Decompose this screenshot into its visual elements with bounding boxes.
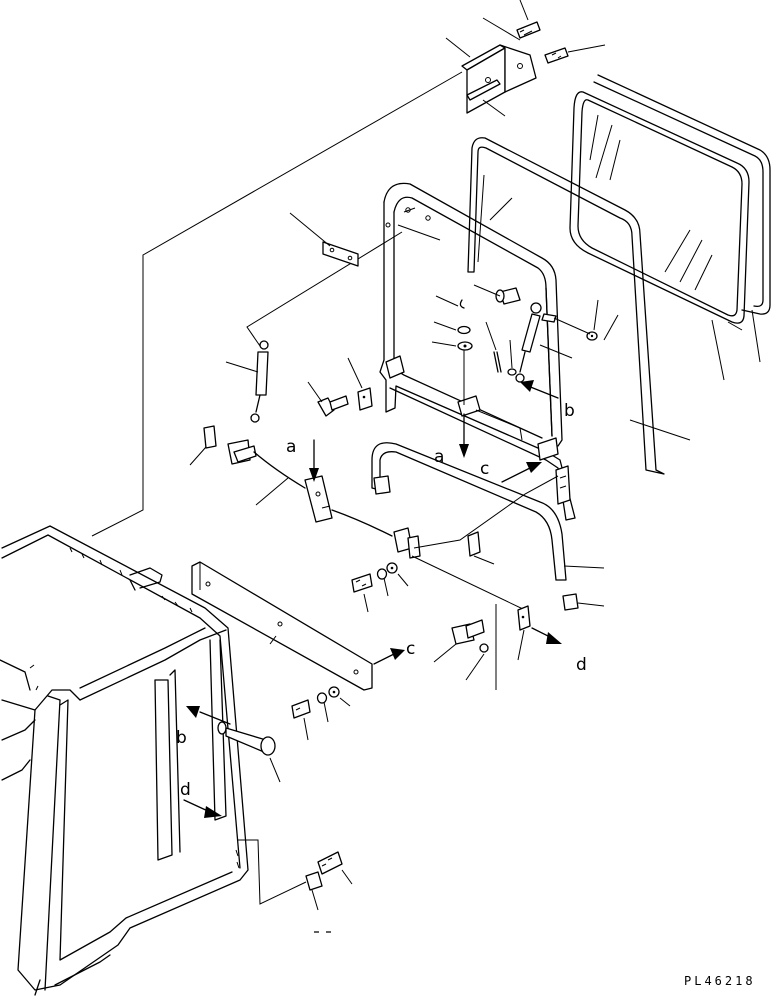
lower-bolts: [291, 686, 351, 741]
arrow-d-right-head: [546, 632, 562, 644]
center-hardware: [431, 284, 619, 405]
callout-b-right: b: [564, 401, 575, 421]
bolt-and-clip: [307, 357, 373, 417]
stay-bracket: [289, 212, 359, 267]
callout-d-left: d: [180, 780, 191, 800]
leader-line-bracket: [91, 71, 463, 537]
arrow-c-bottom-head: [390, 648, 405, 660]
callout-d-right: d: [576, 655, 587, 675]
cab-pin: [217, 721, 281, 783]
gas-spring-left: [225, 340, 269, 423]
arrow-c-bottom-shaft: [373, 653, 395, 665]
callout-c-mid: c: [480, 459, 489, 479]
top-bracket-assembly: [445, 0, 606, 117]
callout-b-left: b: [176, 728, 187, 748]
arrow-d-left-head: [204, 806, 222, 818]
drawing-code: PL46218: [684, 974, 756, 988]
mounting-plate: [191, 561, 373, 691]
rear-window-glass: [569, 74, 771, 381]
striker-assembly: [433, 604, 531, 690]
arrow-b-right-head: [520, 380, 534, 392]
arrow-b-left-head: [186, 706, 200, 718]
arrow-a-mid-head: [459, 444, 469, 458]
small-plate-leader: [473, 555, 495, 565]
weather-strip: [467, 137, 691, 475]
callout-c-bottom: c: [406, 639, 415, 659]
bottom-bolt: [238, 839, 353, 911]
arrow-b-left-shaft: [199, 711, 231, 725]
arrow-b-right-shaft: [527, 385, 559, 399]
small-plate: [467, 531, 481, 557]
cab-frame: [0, 525, 249, 996]
lock-cable-assembly: [189, 425, 559, 611]
door-window-frame: [379, 182, 576, 521]
handle-rods: [371, 442, 605, 611]
plate-bolts: [351, 562, 409, 613]
callout-a-top: a: [286, 437, 296, 457]
gas-spring-right: [515, 302, 573, 383]
callout-a-mid: a: [434, 447, 444, 467]
arrow-c-mid-shaft: [501, 467, 531, 483]
arrow-a-top-head: [309, 468, 319, 482]
arrow-c-mid-head: [526, 462, 542, 473]
